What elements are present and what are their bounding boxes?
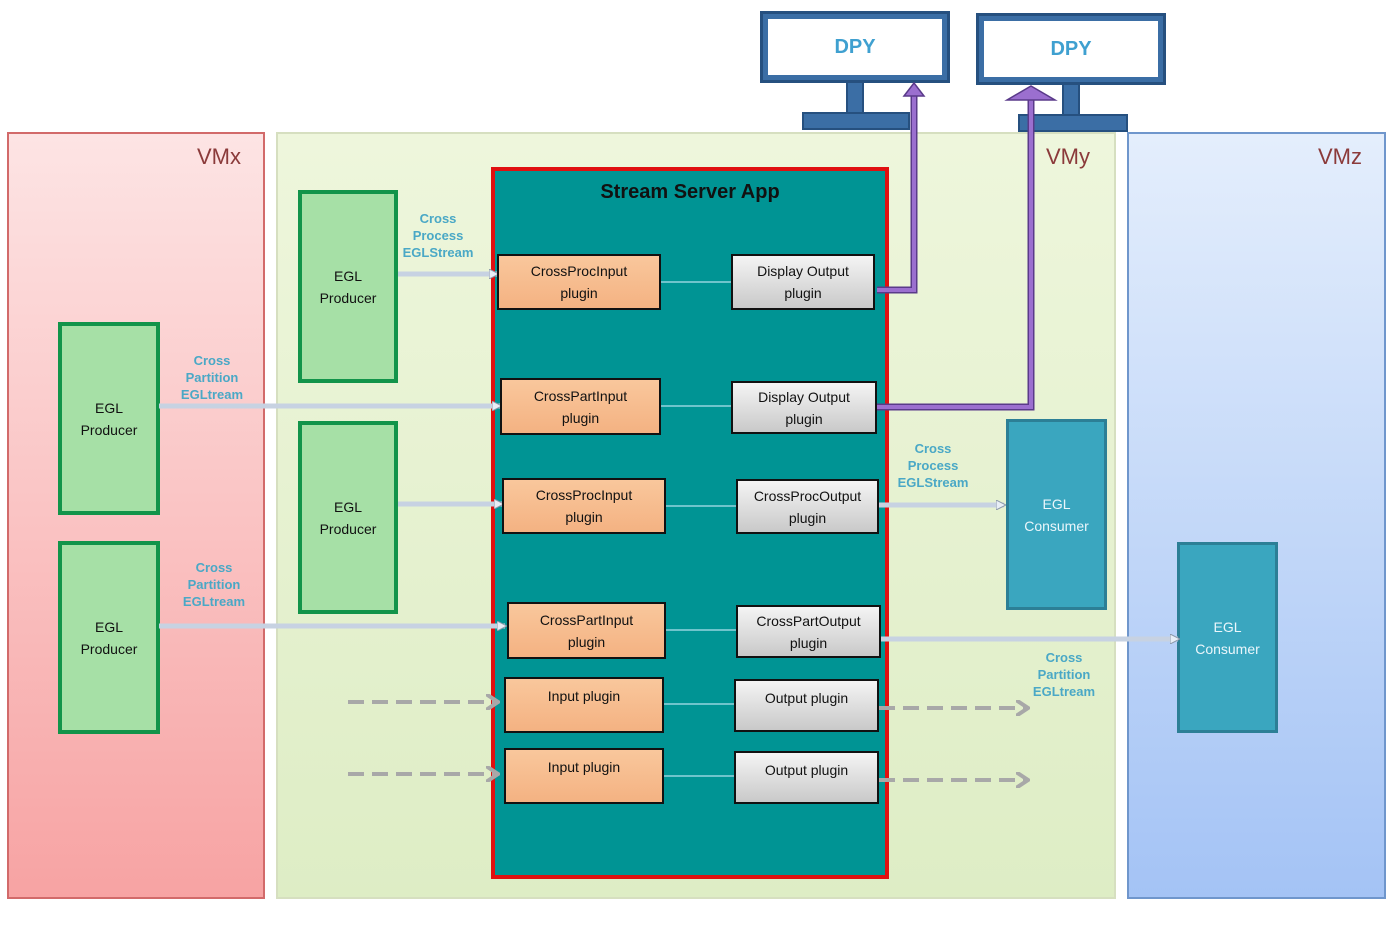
egl-producer-vmy-2: EGL Producer — [298, 421, 398, 614]
label-cross-partition-2: Cross Partition EGLtream — [182, 560, 246, 609]
dpy-label-1: DPY — [834, 35, 876, 58]
plugin-label: plugin — [788, 509, 827, 526]
egl-producer-vmx-1: EGL Producer — [58, 322, 160, 515]
output-plugin-crosspart: CrossPartOutput plugin — [736, 605, 881, 658]
plugin-label: plugin — [784, 285, 822, 301]
dpy-label-2: DPY — [1050, 37, 1092, 60]
label-cross-partition-1: Cross Partition EGLtream — [180, 353, 244, 402]
output-plugin-generic-2: Output plugin — [734, 751, 879, 804]
vmx-title: VMx — [197, 144, 241, 169]
plugin-label: CrossPartOutput — [756, 612, 861, 629]
monitor-1-screen: DPY — [760, 11, 950, 83]
output-plugin-display-1: Display Output plugin — [731, 254, 875, 310]
egl-producer-vmx-2: EGL Producer — [58, 541, 160, 734]
plugin-label: plugin — [565, 509, 603, 525]
consumer-label: EGL — [1042, 495, 1071, 512]
vmz-title: VMz — [1318, 144, 1362, 169]
plugin-label: plugin — [560, 285, 598, 301]
display-link-2 — [877, 85, 1058, 411]
input-plugin-crosspart-2: CrossPartInput plugin — [507, 602, 666, 659]
label-cross-process-1: Cross Process EGLStream — [402, 211, 474, 260]
plugin-label: Output plugin — [764, 690, 849, 706]
producer-label: Producer — [319, 289, 377, 306]
consumer-label: EGL — [1213, 618, 1242, 635]
producer-label: EGL — [333, 498, 362, 515]
producer-label: EGL — [333, 267, 362, 284]
producer-label: EGL — [94, 618, 123, 635]
vmz-region — [1127, 132, 1386, 899]
input-plugin-generic-2: Input plugin — [504, 748, 664, 804]
egl-consumer-vmy: EGL Consumer — [1006, 419, 1107, 610]
plugin-label: CrossPartInput — [533, 387, 628, 404]
input-plugin-crosspart-1: CrossPartInput plugin — [500, 378, 661, 435]
producer-label: Producer — [319, 520, 377, 537]
plugin-label: CrossPartInput — [539, 611, 634, 628]
egl-producer-vmy-1: EGL Producer — [298, 190, 398, 383]
plugin-label: plugin — [561, 409, 600, 426]
input-plugin-crossproc-1: CrossProcInput plugin — [497, 254, 661, 310]
plugin-label: plugin — [567, 633, 606, 650]
producer-label: Producer — [80, 421, 138, 438]
producer-label: Producer — [80, 640, 138, 657]
plugin-label: plugin — [789, 634, 828, 651]
plugin-label: plugin — [785, 410, 823, 427]
egl-consumer-vmz: EGL Consumer — [1177, 542, 1278, 733]
plugin-label: Input plugin — [547, 688, 621, 704]
input-plugin-crossproc-2: CrossProcInput plugin — [502, 478, 666, 534]
output-plugin-generic-1: Output plugin — [734, 679, 879, 732]
label-cross-partition-3: Cross Partition EGLtream — [1032, 650, 1096, 699]
display-link-1 — [877, 81, 926, 294]
monitor-2-screen: DPY — [976, 13, 1166, 85]
app-title: Stream Server App — [600, 181, 780, 203]
input-plugin-generic-1: Input plugin — [504, 677, 664, 733]
plugin-label: Input plugin — [547, 759, 621, 775]
plugin-label: Display Output — [757, 263, 849, 279]
vmy-title: VMy — [1046, 144, 1090, 169]
output-plugin-crossproc: CrossProcOutput plugin — [736, 479, 879, 534]
producer-label: EGL — [94, 399, 123, 416]
consumer-label: Consumer — [1024, 517, 1089, 534]
output-plugin-display-2: Display Output plugin — [731, 381, 877, 434]
label-cross-process-2: Cross Process EGLStream — [897, 441, 969, 490]
plugin-label: Output plugin — [764, 762, 849, 778]
plugin-label: Display Output — [758, 388, 850, 405]
plugin-label: CrossProcOutput — [753, 487, 862, 504]
consumer-label: Consumer — [1195, 640, 1260, 657]
vmx-region — [7, 132, 265, 899]
plugin-label: CrossProcInput — [535, 487, 633, 503]
plugin-label: CrossProcInput — [530, 263, 628, 279]
